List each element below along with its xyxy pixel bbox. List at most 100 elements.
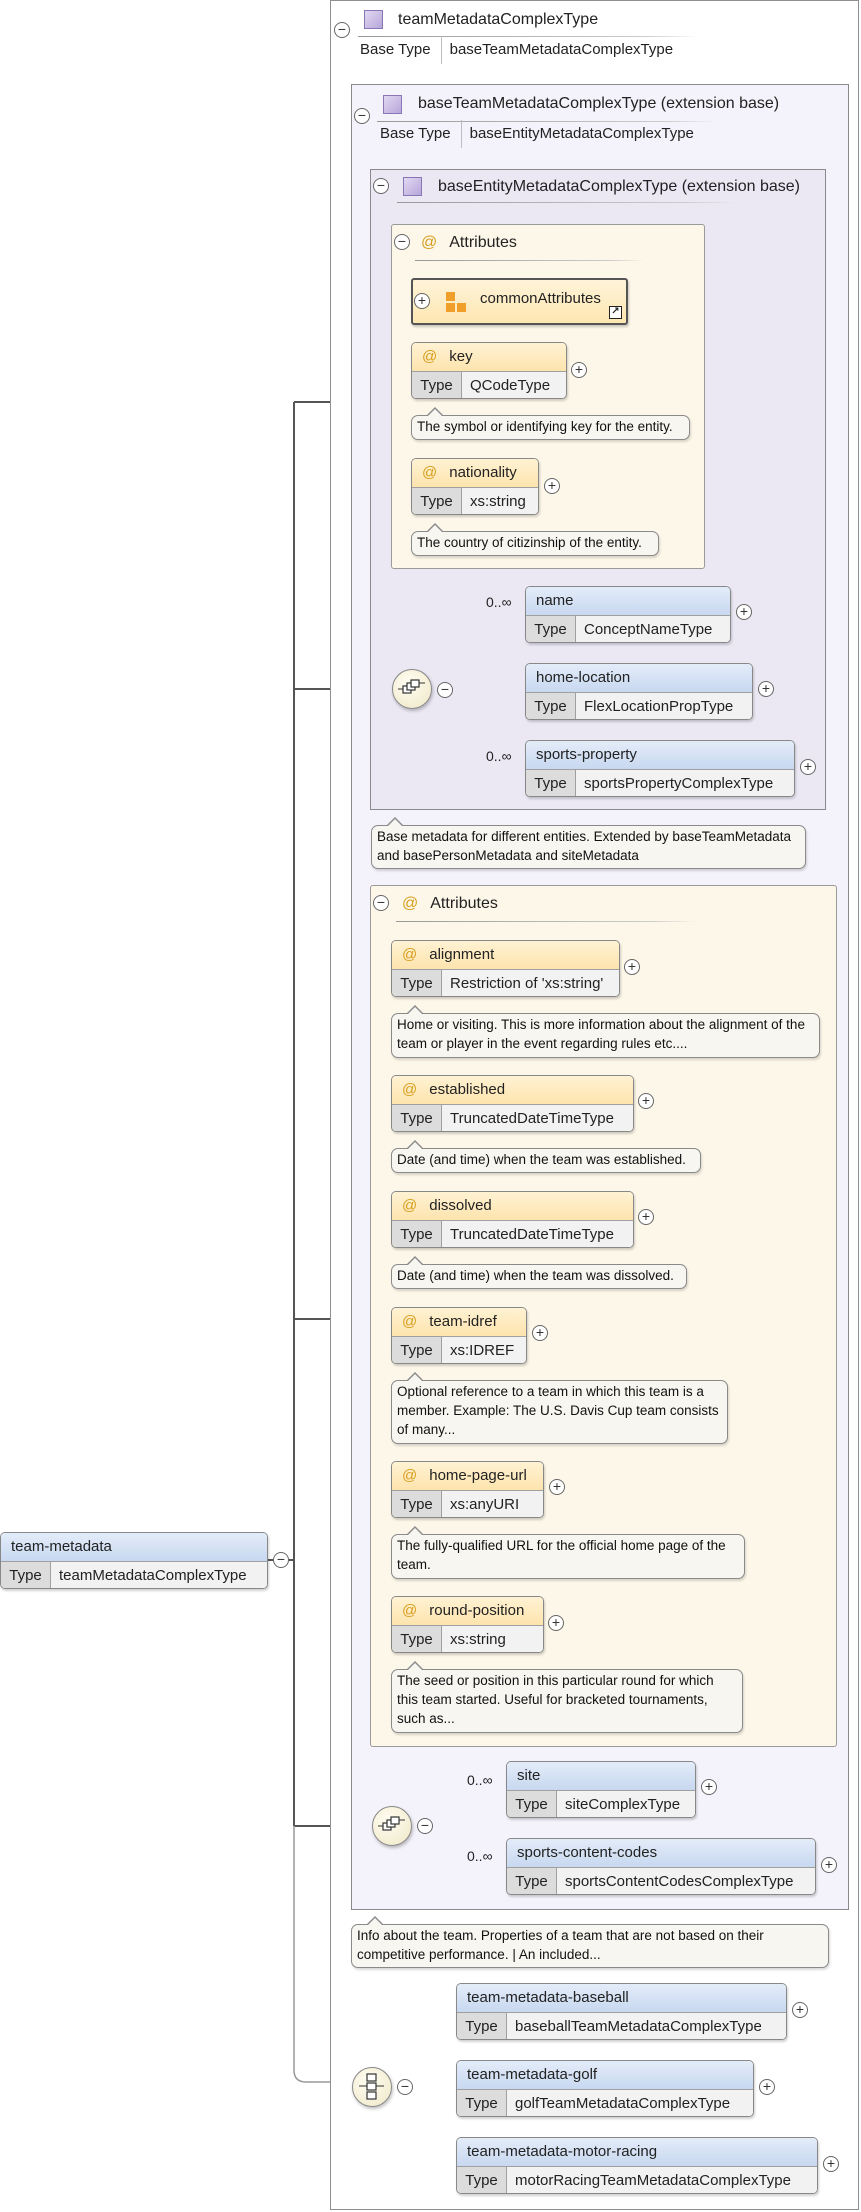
annotation-note: Base metadata for different entities. Ex…: [371, 817, 806, 869]
element-label: name: [526, 587, 730, 616]
expand-icon[interactable]: +: [638, 1209, 654, 1225]
occurrence-label: 0..∞: [486, 748, 512, 764]
expand-icon[interactable]: +: [548, 1615, 564, 1631]
at-icon: @: [402, 1602, 418, 1619]
base-type-value: baseEntityMetadataComplexType: [469, 125, 694, 142]
type-key: Type: [392, 970, 442, 996]
attribute-group-icon: [446, 292, 468, 314]
expand-icon[interactable]: +: [758, 681, 774, 697]
collapse-icon[interactable]: −: [373, 895, 389, 911]
collapse-icon[interactable]: −: [334, 22, 350, 38]
type-value: motorRacingTeamMetadataComplexType: [507, 2167, 817, 2193]
type-value: TruncatedDateTimeType: [442, 1221, 633, 1247]
at-icon: @: [421, 234, 438, 251]
element-label: sports-content-codes: [507, 1839, 815, 1868]
expand-icon[interactable]: +: [821, 1857, 837, 1873]
attribute-name: alignment: [429, 946, 495, 963]
at-icon: @: [402, 895, 419, 912]
collapse-icon[interactable]: −: [397, 2079, 413, 2095]
type-value: siteComplexType: [557, 1791, 695, 1817]
goto-arrow-icon[interactable]: ↗: [609, 306, 622, 319]
type-key: Type: [392, 1105, 442, 1131]
expand-icon[interactable]: +: [549, 1479, 565, 1495]
annotation-note: Home or visiting. This is more informati…: [391, 1005, 820, 1058]
expand-icon[interactable]: +: [792, 2002, 808, 2018]
attribute-group-common-attributes[interactable]: + commonAttributes ↗: [411, 278, 628, 325]
type-key: Type: [507, 1791, 557, 1817]
at-icon: @: [402, 1313, 418, 1330]
base-type-key: Base Type: [352, 36, 442, 64]
collapse-icon[interactable]: −: [394, 234, 410, 250]
choice-compositor-icon[interactable]: [352, 2067, 392, 2107]
at-icon: @: [422, 348, 438, 365]
expand-icon[interactable]: +: [414, 293, 430, 309]
type-value: xs:string: [462, 488, 538, 514]
attribute-name: home-page-url: [429, 1467, 527, 1484]
type-key: Type: [507, 1868, 557, 1894]
collapse-icon[interactable]: −: [437, 682, 453, 698]
expand-icon[interactable]: +: [823, 2156, 839, 2172]
type-key: Type: [457, 2167, 507, 2193]
title-underline: [358, 36, 698, 37]
type-value: TruncatedDateTimeType: [442, 1105, 633, 1131]
complex-type-title: teamMetadataComplexType: [398, 11, 599, 28]
type-value: xs:IDREF: [442, 1337, 526, 1363]
collapse-icon[interactable]: −: [373, 178, 389, 194]
title-underline: [377, 121, 717, 122]
element-label: sports-property: [526, 741, 794, 770]
extension-base-title: baseEntityMetadataComplexType (extension…: [438, 178, 800, 195]
annotation-note: Date (and time) when the team was establ…: [391, 1140, 701, 1173]
collapse-icon[interactable]: −: [273, 1552, 289, 1568]
attribute-name: established: [429, 1081, 506, 1098]
expand-icon[interactable]: +: [624, 959, 640, 975]
collapse-icon[interactable]: −: [417, 1818, 433, 1834]
sequence-compositor-icon[interactable]: [392, 669, 432, 709]
collapse-icon[interactable]: −: [354, 108, 370, 124]
base-type-value: baseTeamMetadataComplexType: [449, 41, 674, 58]
expand-icon[interactable]: +: [701, 1779, 717, 1795]
attributes-label: @Attributes: [402, 895, 498, 913]
annotation-note: The fully-qualified URL for the official…: [391, 1526, 745, 1579]
expand-icon[interactable]: +: [544, 478, 560, 494]
annotation-note: The country of citizinship of the entity…: [411, 523, 659, 556]
at-icon: @: [402, 946, 418, 963]
expand-icon[interactable]: +: [759, 2079, 775, 2095]
base-type-key: Base Type: [372, 120, 462, 148]
at-icon: @: [422, 464, 438, 481]
sequence-compositor-icon[interactable]: [372, 1806, 412, 1846]
attribute-name: dissolved: [429, 1197, 492, 1214]
expand-icon[interactable]: +: [571, 362, 587, 378]
expand-icon[interactable]: +: [638, 1093, 654, 1109]
type-value: golfTeamMetadataComplexType: [507, 2090, 753, 2116]
type-key: Type: [526, 770, 576, 796]
expand-icon[interactable]: +: [736, 604, 752, 620]
attribute-name: round-position: [429, 1602, 525, 1619]
type-value: sportsPropertyComplexType: [576, 770, 794, 796]
expand-icon[interactable]: +: [800, 759, 816, 775]
type-key: Type: [392, 1626, 442, 1652]
type-key: Type: [457, 2090, 507, 2116]
at-icon: @: [402, 1467, 418, 1484]
attribute-name: team-idref: [429, 1313, 497, 1330]
attributes-text: Attributes: [449, 234, 517, 251]
at-icon: @: [402, 1081, 418, 1098]
annotation-note: Optional reference to a team in which th…: [391, 1372, 728, 1444]
expand-icon[interactable]: +: [532, 1325, 548, 1341]
